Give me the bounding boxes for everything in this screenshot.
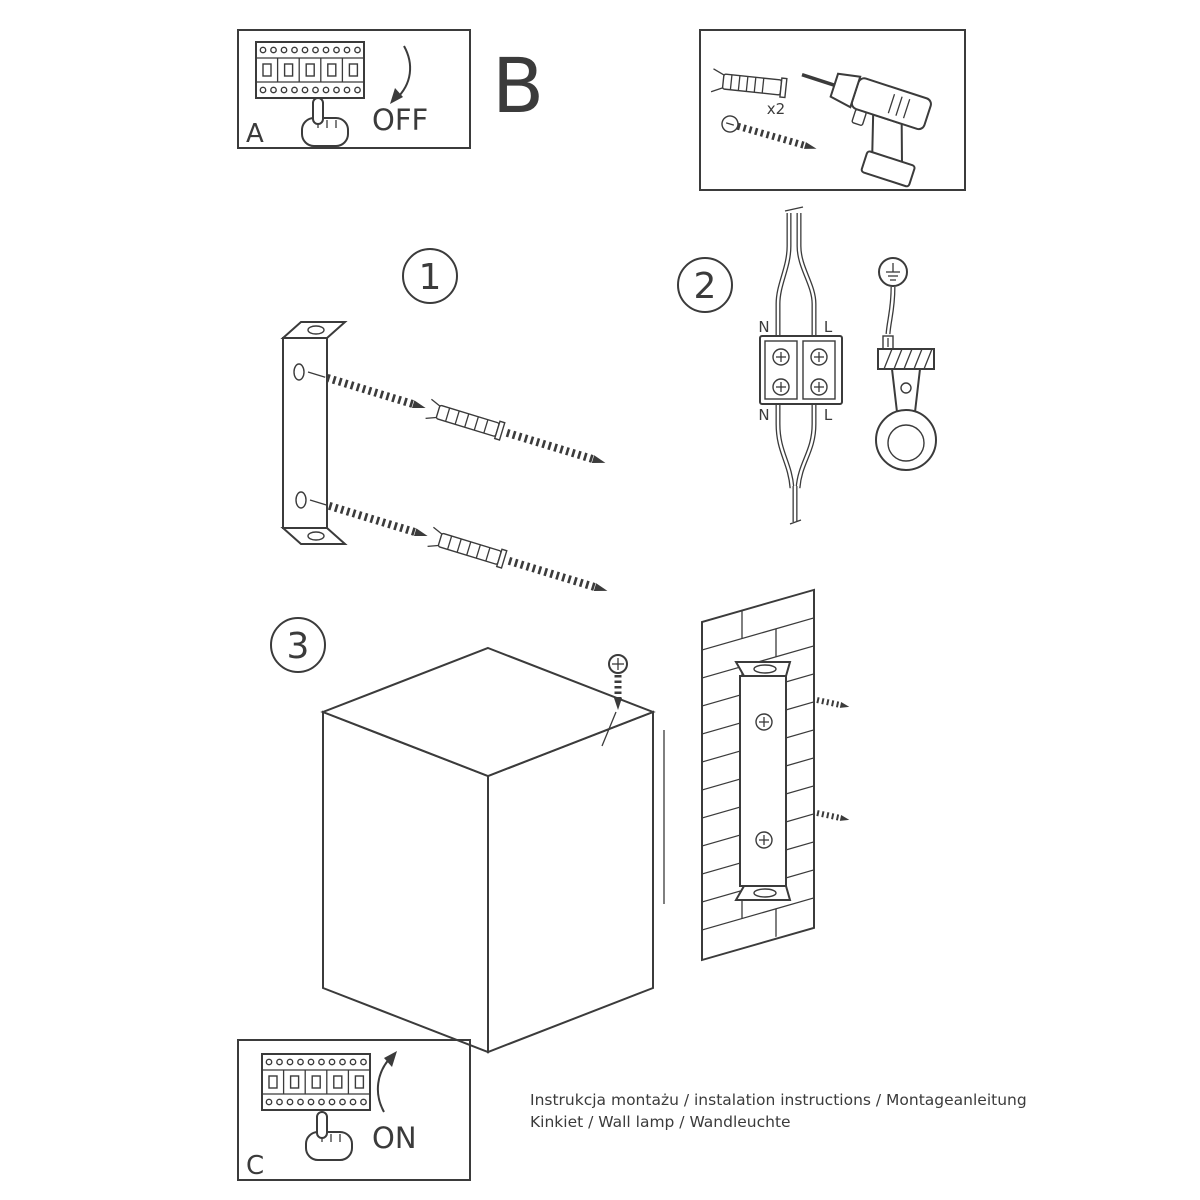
step-3: 3 [270, 588, 850, 1054]
top-screw-icon [601, 654, 628, 747]
earth-symbol-icon [878, 257, 908, 287]
step-3-badge [270, 617, 326, 673]
section-b-label: B [492, 41, 544, 130]
screw-anchor-row-2 [307, 490, 610, 600]
tools-count: x2 [767, 100, 785, 118]
step-2-number: 2 [694, 266, 717, 307]
tools-box: x2 [699, 29, 966, 191]
panel-a: A OFF [237, 29, 471, 149]
panel-c-label: C [246, 1151, 264, 1181]
breaker-panel-icon [261, 1053, 371, 1111]
step-2-badge [677, 257, 733, 313]
screw-anchor-row-1 [305, 362, 608, 472]
footer-line-1: Instrukcja montażu / instalation instruc… [530, 1091, 1027, 1109]
wall-anchor-icon [710, 68, 788, 99]
panel-c: C ON [237, 1039, 471, 1181]
arrow-up-icon [376, 1051, 397, 1113]
cube-lamp-icon [320, 646, 656, 1054]
tools-box-border [699, 29, 966, 191]
wire-label-l-top: L [824, 318, 833, 336]
wire-label-n-bottom: N [758, 406, 769, 424]
wall-screw-bottom-icon [816, 810, 850, 821]
mounting-bracket-icon [280, 321, 348, 545]
panel-a-state: OFF [372, 103, 428, 137]
wire-label-n-top: N [758, 318, 769, 336]
wire-label-l-bottom: L [824, 406, 833, 424]
panel-a-label: A [246, 119, 264, 149]
wall-bracket-icon [734, 661, 792, 901]
hand-icon [301, 97, 349, 147]
step-1: 1 [280, 248, 610, 600]
arrow-down-icon [390, 45, 412, 104]
earth-clamp-icon [875, 286, 937, 471]
screw-icon [721, 115, 817, 149]
step-1-badge [402, 248, 458, 304]
panel-c-state: ON [372, 1121, 417, 1155]
panel-a-border [237, 29, 471, 149]
breaker-panel-icon [255, 41, 365, 99]
step-1-number: 1 [419, 257, 442, 298]
supply-wires [775, 206, 817, 525]
panel-c-border [237, 1039, 471, 1181]
terminal-block-icon [759, 335, 843, 405]
footer-line-2: Kinkiet / Wall lamp / Wandleuchte [530, 1113, 791, 1131]
hand-icon [305, 1111, 353, 1161]
drill-icon [801, 72, 932, 188]
wall-screw-top-icon [816, 697, 850, 708]
step-2: 2 N L N L [677, 206, 937, 525]
step-3-number: 3 [287, 626, 310, 667]
